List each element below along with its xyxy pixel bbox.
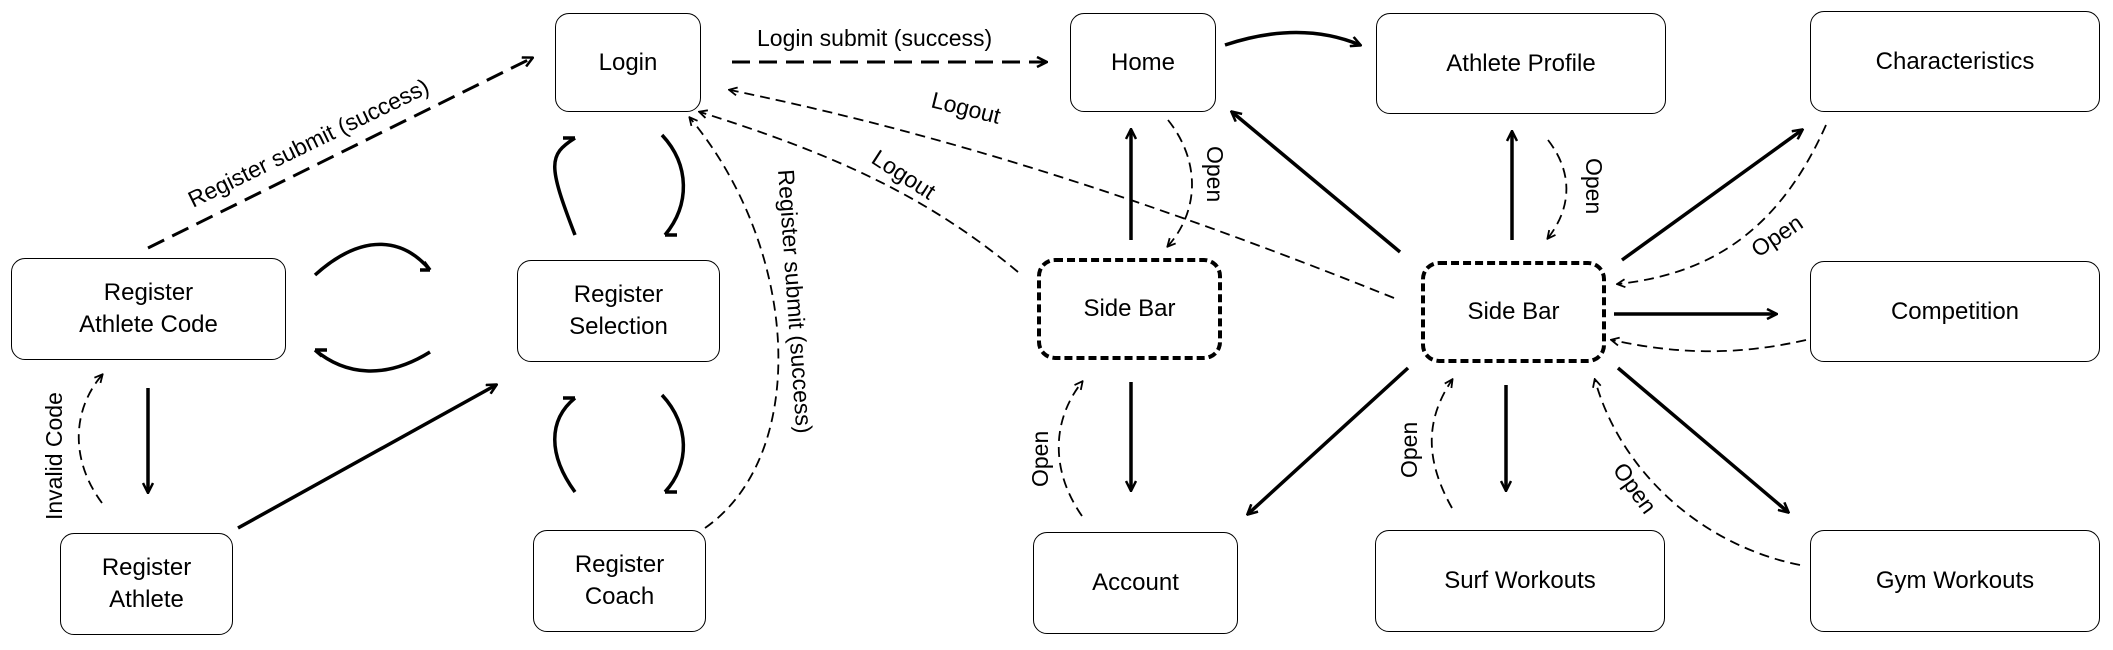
edge-sidebar-right-to-account: [1248, 366, 1410, 514]
edge-home-open-sidebar: [1168, 119, 1193, 246]
edge-sidebar-right-to-characteristics: [1620, 130, 1802, 262]
label-open-surf: Open: [1396, 422, 1422, 478]
edge-surf-open-sidebar: [1430, 380, 1452, 509]
edge-sidebar-right-to-home: [1232, 112, 1402, 254]
node-register-athlete-code[interactable]: Register Athlete Code: [11, 258, 286, 360]
edge-home-to-athlete-profile: [1224, 30, 1360, 46]
edge-coach-to-login: [690, 118, 780, 529]
label-login-submit: Login submit (success): [757, 25, 992, 51]
edge-register-code-to-login: [147, 58, 532, 250]
node-characteristics[interactable]: Characteristics: [1810, 11, 2100, 112]
node-home[interactable]: Home: [1070, 13, 1216, 112]
node-register-athlete[interactable]: Register Athlete: [60, 533, 233, 635]
label-register-submit-coach: Register submit (success): [773, 169, 817, 435]
node-gym-workouts[interactable]: Gym Workouts: [1810, 530, 2100, 632]
label-open-home: Open: [1202, 146, 1228, 202]
edge-selection-coach-right: [660, 393, 686, 494]
node-sidebar-left[interactable]: Side Bar: [1037, 258, 1222, 360]
edge-account-open-sidebar: [1057, 382, 1082, 517]
label-open-account: Open: [1027, 431, 1053, 487]
label-logout-right: Logout: [929, 87, 1004, 129]
node-sidebar-right[interactable]: Side Bar: [1421, 261, 1606, 363]
label-register-submit-athlete: Register submit (success): [184, 73, 433, 212]
node-register-coach[interactable]: Register Coach: [533, 530, 706, 632]
node-login[interactable]: Login: [555, 13, 701, 112]
edge-login-selection-right: [660, 133, 686, 237]
edge-sidebar-left-logout: [700, 112, 1019, 273]
edge-characteristics-open-sidebar: [1618, 124, 1827, 284]
edge-sidebar-right-to-gym: [1616, 366, 1788, 512]
edge-login-selection-left: [553, 136, 577, 236]
edge-gym-open-sidebar: [1595, 380, 1801, 566]
edge-code-selection-bottom: [313, 348, 431, 373]
edge-competition-to-sidebar: [1612, 340, 1807, 353]
edge-athlete-to-selection: [237, 385, 496, 530]
edge-selection-coach-left: [553, 396, 577, 494]
node-surf-workouts[interactable]: Surf Workouts: [1375, 530, 1665, 632]
label-open-gym: Open: [1608, 458, 1662, 519]
label-open-characteristics: Open: [1746, 209, 1807, 262]
node-athlete-profile[interactable]: Athlete Profile: [1376, 13, 1666, 114]
label-invalid-code: Invalid Code: [41, 392, 67, 520]
edge-code-selection-top: [313, 242, 432, 277]
label-logout-left: Logout: [867, 144, 941, 204]
node-register-selection[interactable]: Register Selection: [517, 260, 720, 362]
edge-profile-open-sidebar: [1548, 139, 1568, 238]
label-open-profile: Open: [1581, 158, 1607, 214]
edge-athlete-invalid-code: [77, 375, 102, 504]
node-competition[interactable]: Competition: [1810, 261, 2100, 362]
node-account[interactable]: Account: [1033, 532, 1238, 634]
edge-sidebar-right-logout: [730, 90, 1395, 299]
